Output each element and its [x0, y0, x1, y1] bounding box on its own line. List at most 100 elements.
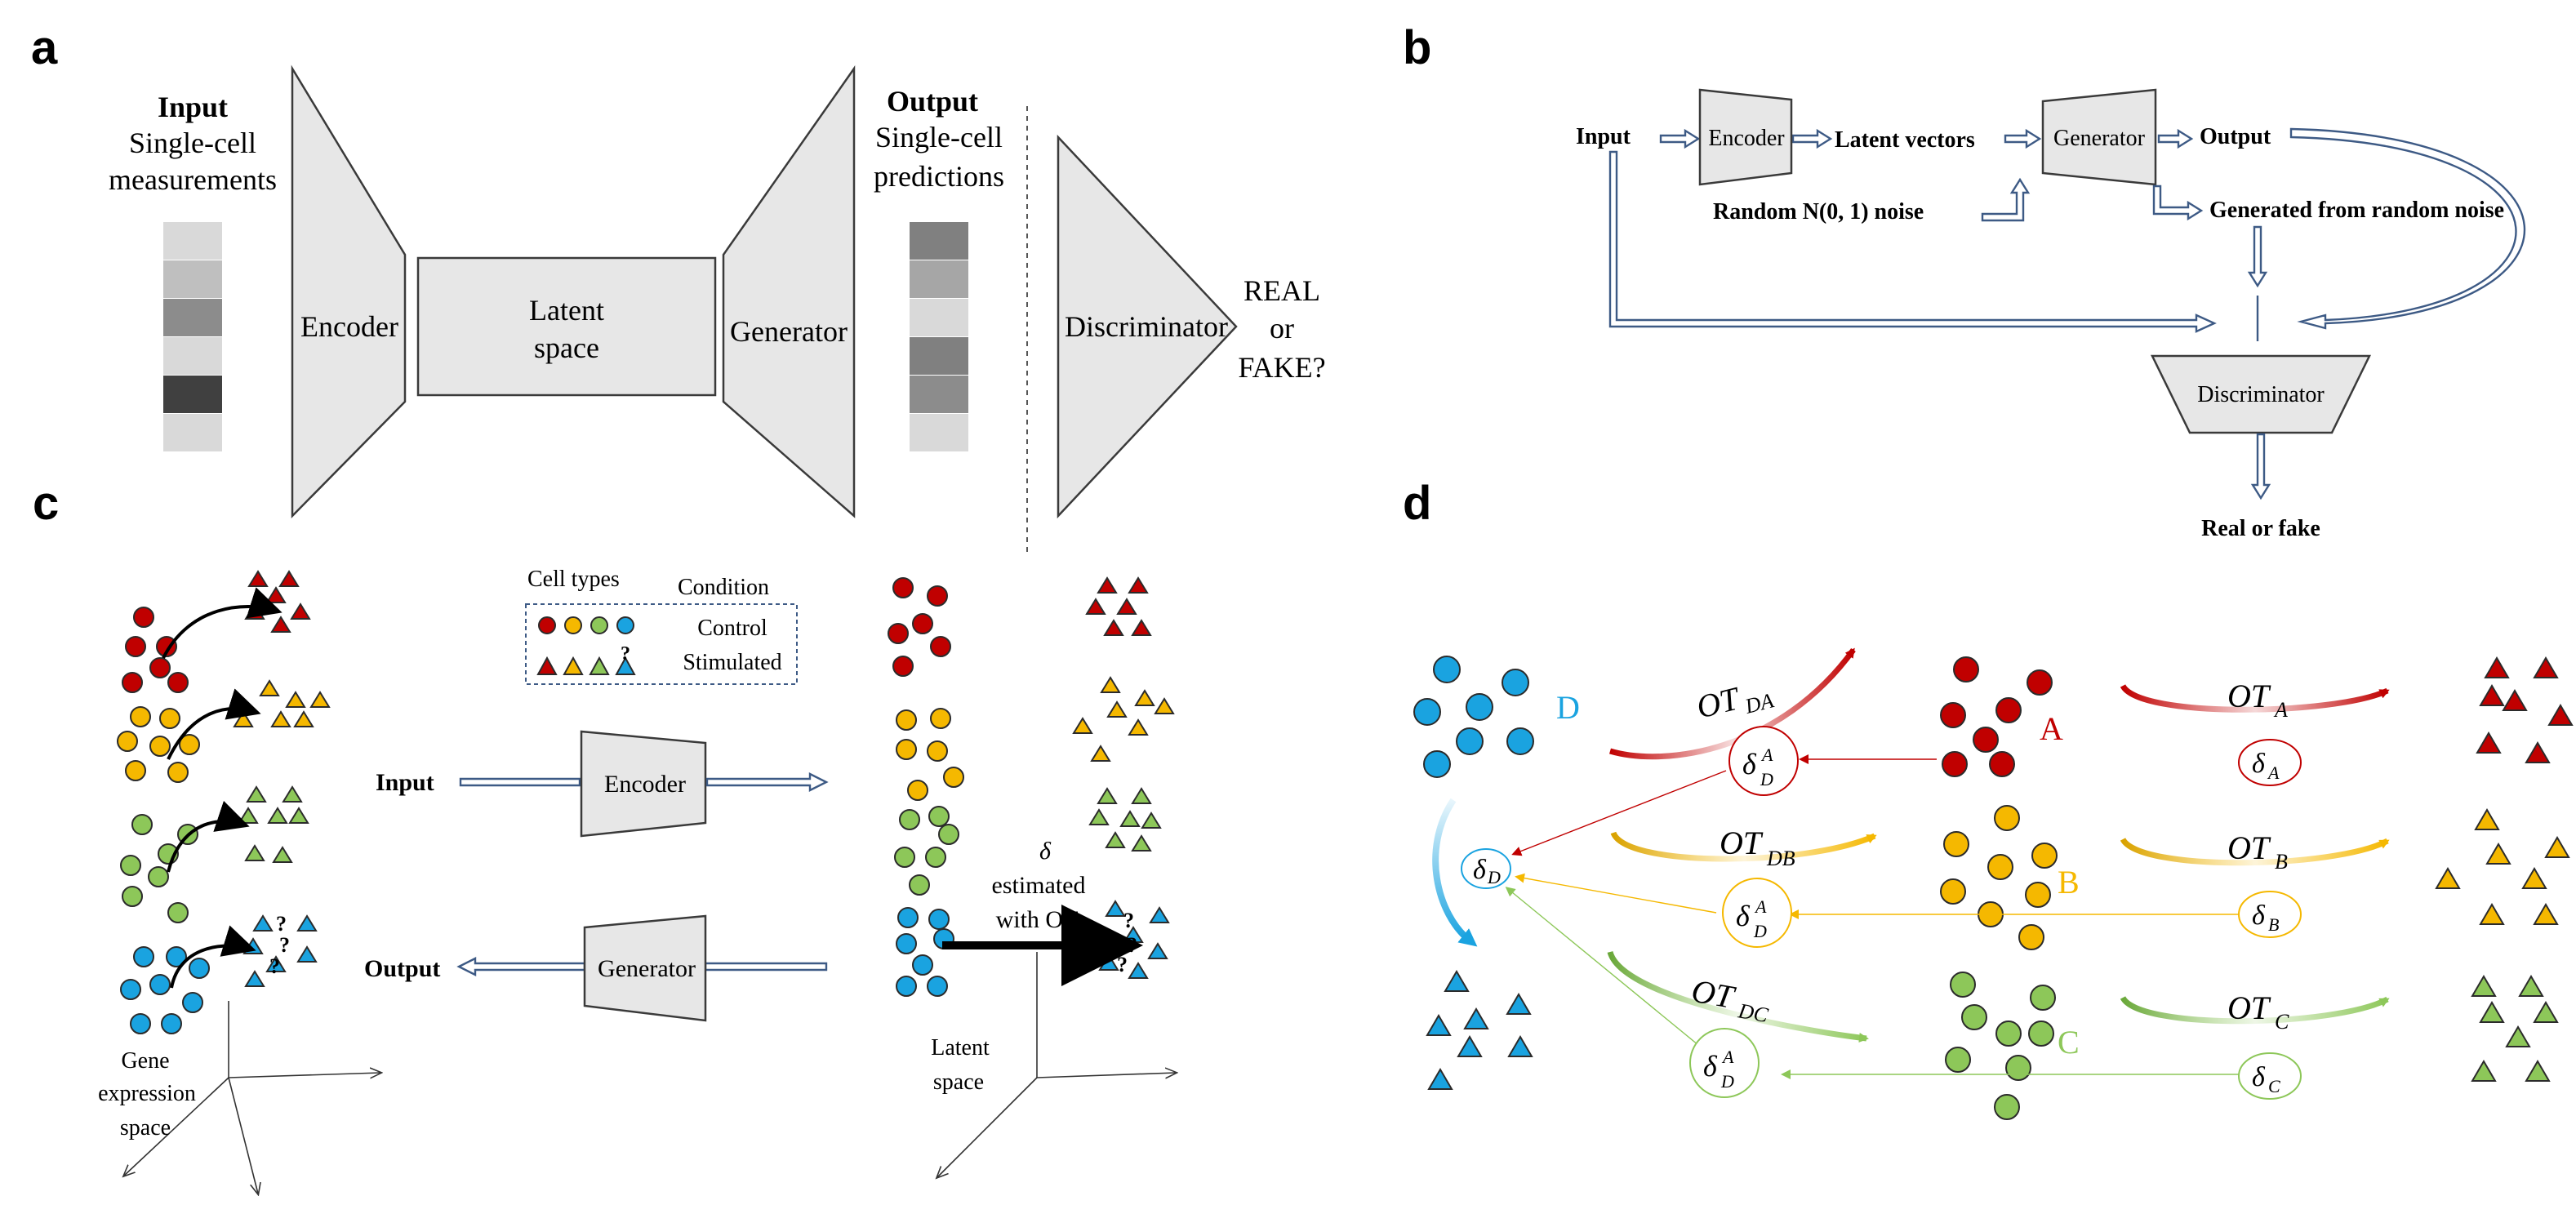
c-gene-axis-x — [228, 1073, 380, 1078]
c-left-blu-3 — [189, 958, 210, 979]
c-right-grn-2 — [928, 806, 950, 827]
d-ot-DB-sub: DB — [1766, 847, 1795, 870]
c-right-tri-grn-4 — [1119, 810, 1141, 827]
c-left-yel-2 — [159, 708, 180, 729]
d-A-tri-5 — [2476, 731, 2502, 754]
d-D-dot-5 — [1423, 750, 1451, 778]
a-output-cell-1 — [910, 222, 968, 260]
d-B-dot-1 — [1994, 805, 2020, 831]
d-ot-DC-sub: DC — [1736, 998, 1770, 1027]
b-arrow-discriminator-down — [2250, 433, 2271, 500]
c-right-grn-5 — [925, 847, 946, 868]
c-left-qmark-3: ? — [269, 954, 280, 978]
b-arrow-generated-down — [2247, 225, 2268, 288]
b-discriminator-label: Discriminator — [2197, 382, 2325, 407]
c-legend-dot-green — [590, 616, 608, 634]
b-arrow-generator-generated — [2152, 185, 2204, 221]
c-right-yel-1 — [896, 709, 917, 731]
c-left-yel-7 — [167, 762, 189, 783]
d-C-tri-1 — [2471, 975, 2497, 997]
panel-a: a Input Single-cell measurements Encoder… — [31, 21, 1326, 555]
c-left-qmark-2: ? — [279, 933, 290, 957]
d-ot-B-text: OT — [2227, 829, 2271, 866]
c-right-tri-grn-5 — [1141, 811, 1162, 829]
d-B-tri-2 — [2485, 843, 2511, 865]
d-ot-A-text: OT — [2227, 678, 2271, 714]
a-input-cell-6 — [163, 414, 222, 451]
c-legend-dot-blue — [616, 616, 634, 634]
c-left-yel-6 — [125, 760, 146, 781]
c-generator-shape — [583, 914, 707, 1022]
c-left-qmark-1: ? — [276, 912, 287, 936]
d-deltaB-circle — [2238, 891, 2302, 938]
b-input-label: Input — [1576, 124, 1631, 149]
d-B-tri-6 — [2479, 903, 2505, 925]
d-D-tri-7 — [1427, 1068, 1453, 1090]
d-C-tri-4 — [2533, 1001, 2559, 1023]
c-left-grn-1 — [131, 814, 153, 835]
d-line-deltaDB-to-deltaD — [1515, 873, 1717, 914]
d-ot-A-sub: A — [2273, 698, 2288, 722]
b-arrow-noise-generator — [1981, 177, 2031, 222]
c-right-tri-blu-5 — [1098, 954, 1119, 971]
panel-b: b Input Encoder Latent vectors Generator… — [1403, 21, 2526, 541]
d-deltaD-circle — [1461, 848, 1511, 889]
d-C-dot-7 — [2005, 1055, 2031, 1081]
c-right-yel-4 — [927, 740, 948, 762]
c-arrow-encoder-latent — [705, 772, 829, 792]
d-D-tri-2 — [1426, 1014, 1452, 1036]
d-C-dot-2 — [2030, 985, 2056, 1011]
c-left-blu-7 — [130, 1013, 151, 1034]
c-right-yel-6 — [907, 780, 928, 801]
c-input-label: Input — [376, 769, 434, 796]
c-delta-symbol: δ — [1039, 838, 1052, 865]
d-C-dot-5 — [2028, 1020, 2054, 1047]
d-C-tri-2 — [2518, 975, 2544, 997]
c-left-tri-blu-4 — [296, 945, 318, 963]
a-output-cell-3 — [910, 299, 968, 336]
c-left-tri-grn-3 — [238, 807, 259, 824]
a-output-sub2: predictions — [874, 160, 1004, 193]
c-left-blu-4 — [149, 974, 171, 995]
a-input-sub2: measurements — [109, 163, 277, 196]
c-latent-axis-y — [937, 1077, 1038, 1177]
a-input-cell-4 — [163, 337, 222, 375]
d-B-dot-4 — [1987, 854, 2013, 880]
d-deltaDC-sup: A — [1721, 1047, 1734, 1067]
b-output-label: Output — [2200, 124, 2271, 149]
c-latent-axis-x — [1036, 1073, 1176, 1078]
d-deltaDC-delta: δ — [1703, 1050, 1718, 1083]
c-right-red-5 — [930, 636, 951, 657]
d-B-stimulated — [2435, 808, 2570, 925]
c-left-red-6 — [167, 672, 189, 693]
c-right-tri-red-1 — [1097, 576, 1118, 594]
d-D-tri-5 — [1457, 1035, 1483, 1057]
d-ot-DB-arrow — [1610, 831, 1877, 862]
d-ot-DB-label: OT DB — [1720, 825, 1795, 870]
d-B-tri-1 — [2474, 808, 2500, 830]
d-B-dot-2 — [1943, 831, 1969, 857]
d-D-tri-4 — [1506, 993, 1532, 1015]
d-C-tri-6 — [2471, 1060, 2497, 1082]
d-label-A: A — [2040, 710, 2063, 747]
c-left-stimulated-cells: ? ? ? — [233, 570, 331, 987]
d-D-dot-3 — [1413, 698, 1441, 726]
c-right-blu-7 — [927, 976, 948, 997]
d-C-stimulated — [2471, 975, 2559, 1082]
c-right-blu-5 — [912, 954, 933, 976]
panel-d-label: d — [1403, 477, 1431, 530]
d-group-D-cells — [1413, 656, 1534, 778]
c-estimated-label: estimated — [992, 872, 1086, 899]
d-A-dot-6 — [1942, 751, 1968, 777]
d-deltaC-delta: δ — [2252, 1062, 2266, 1092]
c-left-red-2 — [125, 636, 146, 657]
c-left-tri-yel-5 — [270, 710, 291, 727]
d-A-dot-7 — [1989, 751, 2015, 777]
c-left-blu-6 — [182, 992, 203, 1013]
d-ot-A-label: OT A — [2227, 678, 2288, 722]
c-left-blu-5 — [120, 979, 141, 1000]
panel-b-label: b — [1403, 21, 1431, 74]
c-legend-cell-types: Cell types — [527, 567, 620, 592]
c-right-qmark-3: ? — [1117, 953, 1128, 976]
c-latent-axes — [937, 952, 1176, 1177]
